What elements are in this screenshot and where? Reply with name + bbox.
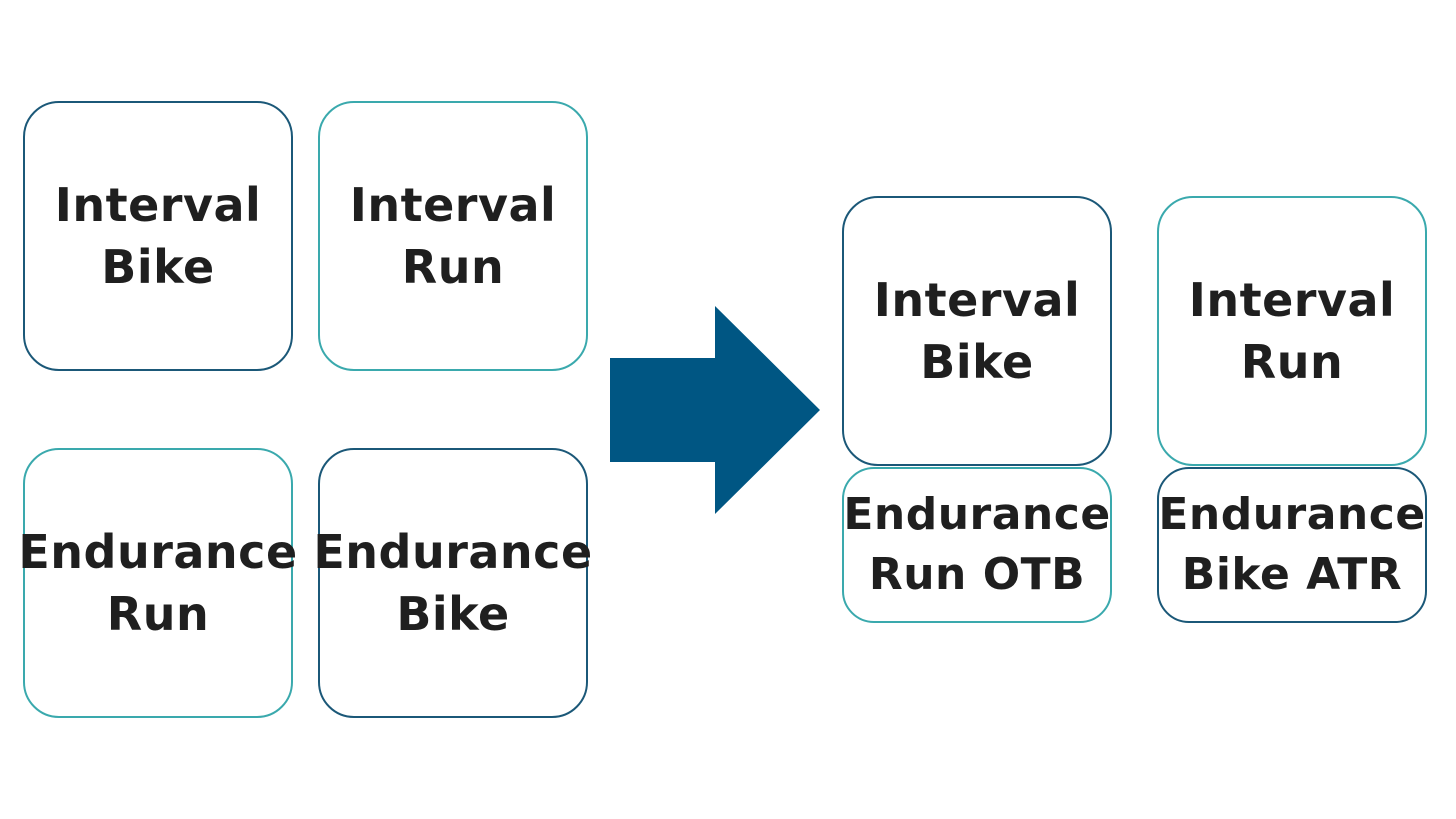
before-interval-run-card: Interval Run <box>318 101 588 371</box>
card-label-line-2: Bike <box>101 240 215 294</box>
card-label-line-1: Interval <box>873 273 1081 327</box>
card-label-line-1: Interval <box>54 178 262 232</box>
card-label-line-2: Run <box>1240 335 1344 389</box>
after-endurance-run-otb-card: Endurance Run OTB <box>842 467 1112 623</box>
card-label-line-2: Bike ATR <box>1181 549 1403 600</box>
card-label-line-1: Interval <box>349 178 557 232</box>
card-label: Endurance Bike ATR <box>1158 485 1425 605</box>
card-label: Interval Run <box>1189 269 1396 393</box>
card-label: Endurance Run OTB <box>843 485 1110 605</box>
card-label-line-2: Run OTB <box>868 549 1086 600</box>
card-label-line-1: Endurance <box>313 525 593 579</box>
card-label: Endurance Run <box>18 521 297 645</box>
card-label-line-2: Run <box>401 240 505 294</box>
right-arrow-icon <box>610 306 820 514</box>
after-interval-bike-card: Interval Bike <box>842 196 1112 466</box>
card-label-line-1: Endurance <box>1158 489 1426 540</box>
card-label-line-2: Run <box>106 587 210 641</box>
card-label-line-2: Bike <box>920 335 1034 389</box>
card-label-line-1: Endurance <box>843 489 1111 540</box>
card-label: Interval Bike <box>874 269 1081 393</box>
after-interval-run-card: Interval Run <box>1157 196 1427 466</box>
arrow-shape <box>610 306 820 514</box>
card-label-line-2: Bike <box>396 587 510 641</box>
before-interval-bike-card: Interval Bike <box>23 101 293 371</box>
before-endurance-run-card: Endurance Run <box>18 448 297 718</box>
card-label: Endurance Bike <box>313 521 592 645</box>
card-label: Interval Run <box>350 174 557 298</box>
before-endurance-bike-card: Endurance Bike <box>313 448 592 718</box>
card-label: Interval Bike <box>55 174 262 298</box>
after-endurance-bike-atr-card: Endurance Bike ATR <box>1157 467 1427 623</box>
card-label-line-1: Interval <box>1188 273 1396 327</box>
card-label-line-1: Endurance <box>18 525 298 579</box>
